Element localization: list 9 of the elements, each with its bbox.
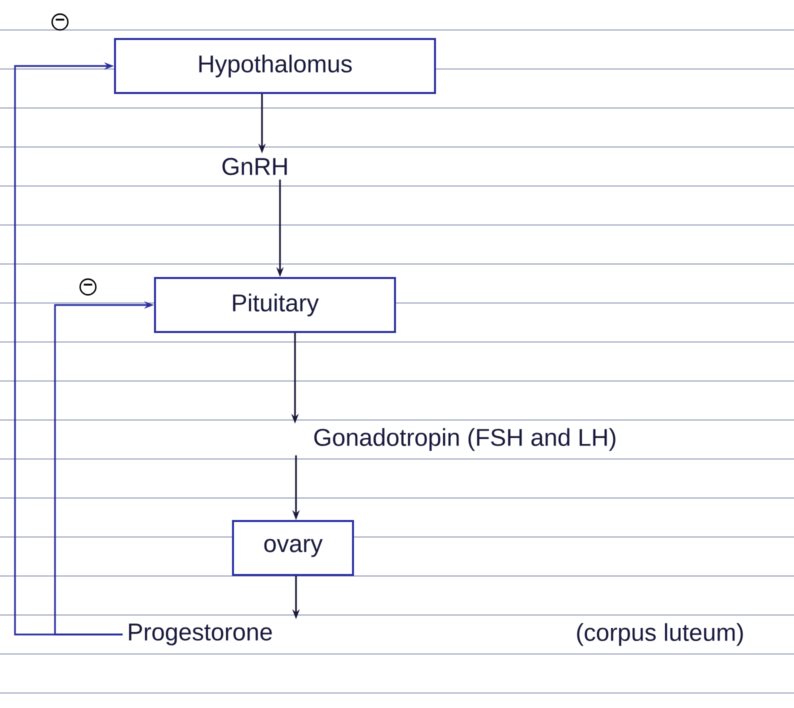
label-text: Gonadotropin (FSH and LH) [314,428,616,451]
process-box: ovary [232,520,354,576]
note-text: (corpus luteum) [577,623,743,646]
process-box: Pituitary [154,277,396,333]
process-box: Hypothalomus [114,38,436,94]
minus-sign: − [51,13,69,31]
label-text: Progestorone [129,624,272,646]
label-text: GnRH [222,158,287,176]
minus-sign: − [79,278,97,296]
